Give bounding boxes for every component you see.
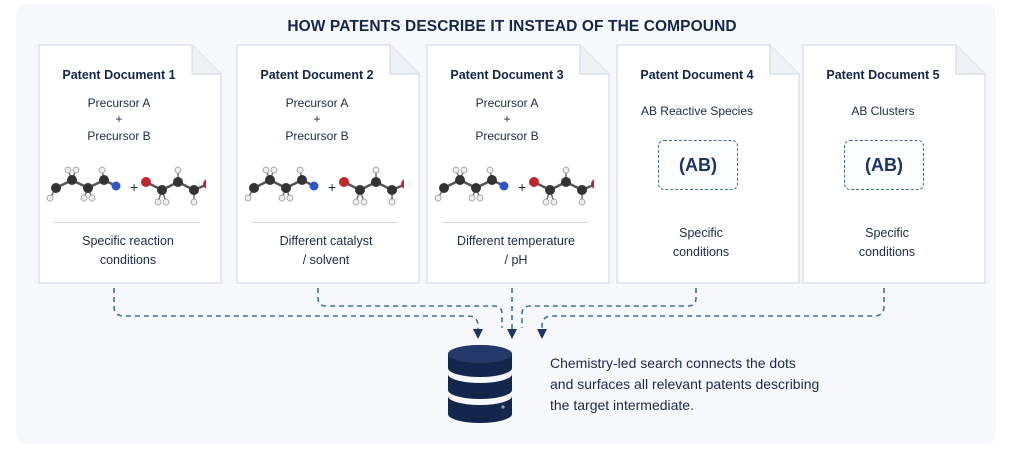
ab-cluster-box: (AB) xyxy=(844,140,924,190)
molecule-a-icon xyxy=(46,166,121,202)
conditions-text: Different catalyst / solvent xyxy=(236,232,416,270)
summary-line: the target intermediate. xyxy=(550,397,694,413)
summary-line: Chemistry-led search connects the dots xyxy=(550,355,796,371)
document-shape xyxy=(236,44,420,284)
molecule-b-icon xyxy=(339,166,404,206)
patent-document-4: Patent Document 4 AB Reactive Species (A… xyxy=(616,44,800,284)
diagram-title: HOW PATENTS DESCRIBE IT INSTEAD OF THE C… xyxy=(287,18,737,35)
precursor-b-label: Precursor B xyxy=(475,129,539,143)
connector-doc-5 xyxy=(537,288,885,339)
patent-document-1: Patent Document 1 Precursor A + Precurso… xyxy=(38,44,222,284)
condition-line: conditions xyxy=(672,245,730,259)
patent-document-2: Patent Document 2 Precursor A + Precurso… xyxy=(236,44,420,284)
condition-line: Different temperature xyxy=(457,234,575,248)
connector-doc-1 xyxy=(113,288,483,339)
document-shape xyxy=(426,44,610,284)
connector-doc-2 xyxy=(317,288,503,328)
patent-document-5: Patent Document 5 AB Clusters (AB) Speci… xyxy=(802,44,986,284)
document-title: Patent Document 5 xyxy=(826,68,940,82)
conditions-text: Specific conditions xyxy=(616,224,786,262)
condition-line: Specific reaction xyxy=(82,234,174,248)
condition-line: conditions xyxy=(99,253,157,267)
conditions-text: Specific reaction conditions xyxy=(38,232,218,270)
connector-doc-4 xyxy=(521,288,697,328)
precursor-a-label: Precursor A xyxy=(285,96,349,110)
conditions-text: Specific conditions xyxy=(802,224,972,262)
ab-species-box: (AB) xyxy=(658,140,738,190)
precursor-a-label: Precursor A xyxy=(475,96,539,110)
molecule-pair-icon: + xyxy=(244,166,404,206)
condition-line: / pH xyxy=(504,253,528,267)
document-title: Patent Document 4 xyxy=(640,68,754,82)
molecule-b-icon xyxy=(529,166,594,206)
condition-line: Specific xyxy=(865,226,909,240)
separator xyxy=(442,222,588,223)
plus-sign: + xyxy=(518,179,526,195)
plus-sign: + xyxy=(115,112,123,126)
separator xyxy=(252,222,398,223)
precursor-b-label: Precursor B xyxy=(87,129,151,143)
plus-sign: + xyxy=(503,112,511,126)
molecule-pair-icon: + xyxy=(46,166,206,206)
document-title: Patent Document 1 xyxy=(62,68,176,82)
separator xyxy=(54,222,200,223)
species-label: AB Reactive Species xyxy=(640,104,754,118)
patent-document-3: Patent Document 3 Precursor A + Precurso… xyxy=(426,44,610,284)
summary-text: Chemistry-led search connects the dots a… xyxy=(550,353,880,416)
species-label: AB Clusters xyxy=(851,104,915,118)
plus-sign: + xyxy=(313,112,321,126)
condition-line: Specific xyxy=(679,226,723,240)
document-title: Patent Document 3 xyxy=(450,68,564,82)
conditions-text: Different temperature / pH xyxy=(426,232,606,270)
document-title: Patent Document 2 xyxy=(260,68,374,82)
plus-sign: + xyxy=(328,179,336,195)
database-icon xyxy=(448,345,512,423)
condition-line: Different catalyst xyxy=(279,234,373,248)
molecule-a-icon xyxy=(434,166,509,202)
condition-line: / solvent xyxy=(302,253,350,267)
precursor-b-label: Precursor B xyxy=(285,129,349,143)
molecule-b-icon xyxy=(141,166,206,206)
document-shape xyxy=(38,44,222,284)
molecule-a-icon xyxy=(244,166,319,202)
plus-sign: + xyxy=(130,179,138,195)
molecule-pair-icon: + xyxy=(434,166,594,206)
precursor-a-label: Precursor A xyxy=(87,96,151,110)
condition-line: conditions xyxy=(858,245,916,259)
summary-line: and surfaces all relevant patents descri… xyxy=(550,376,820,392)
